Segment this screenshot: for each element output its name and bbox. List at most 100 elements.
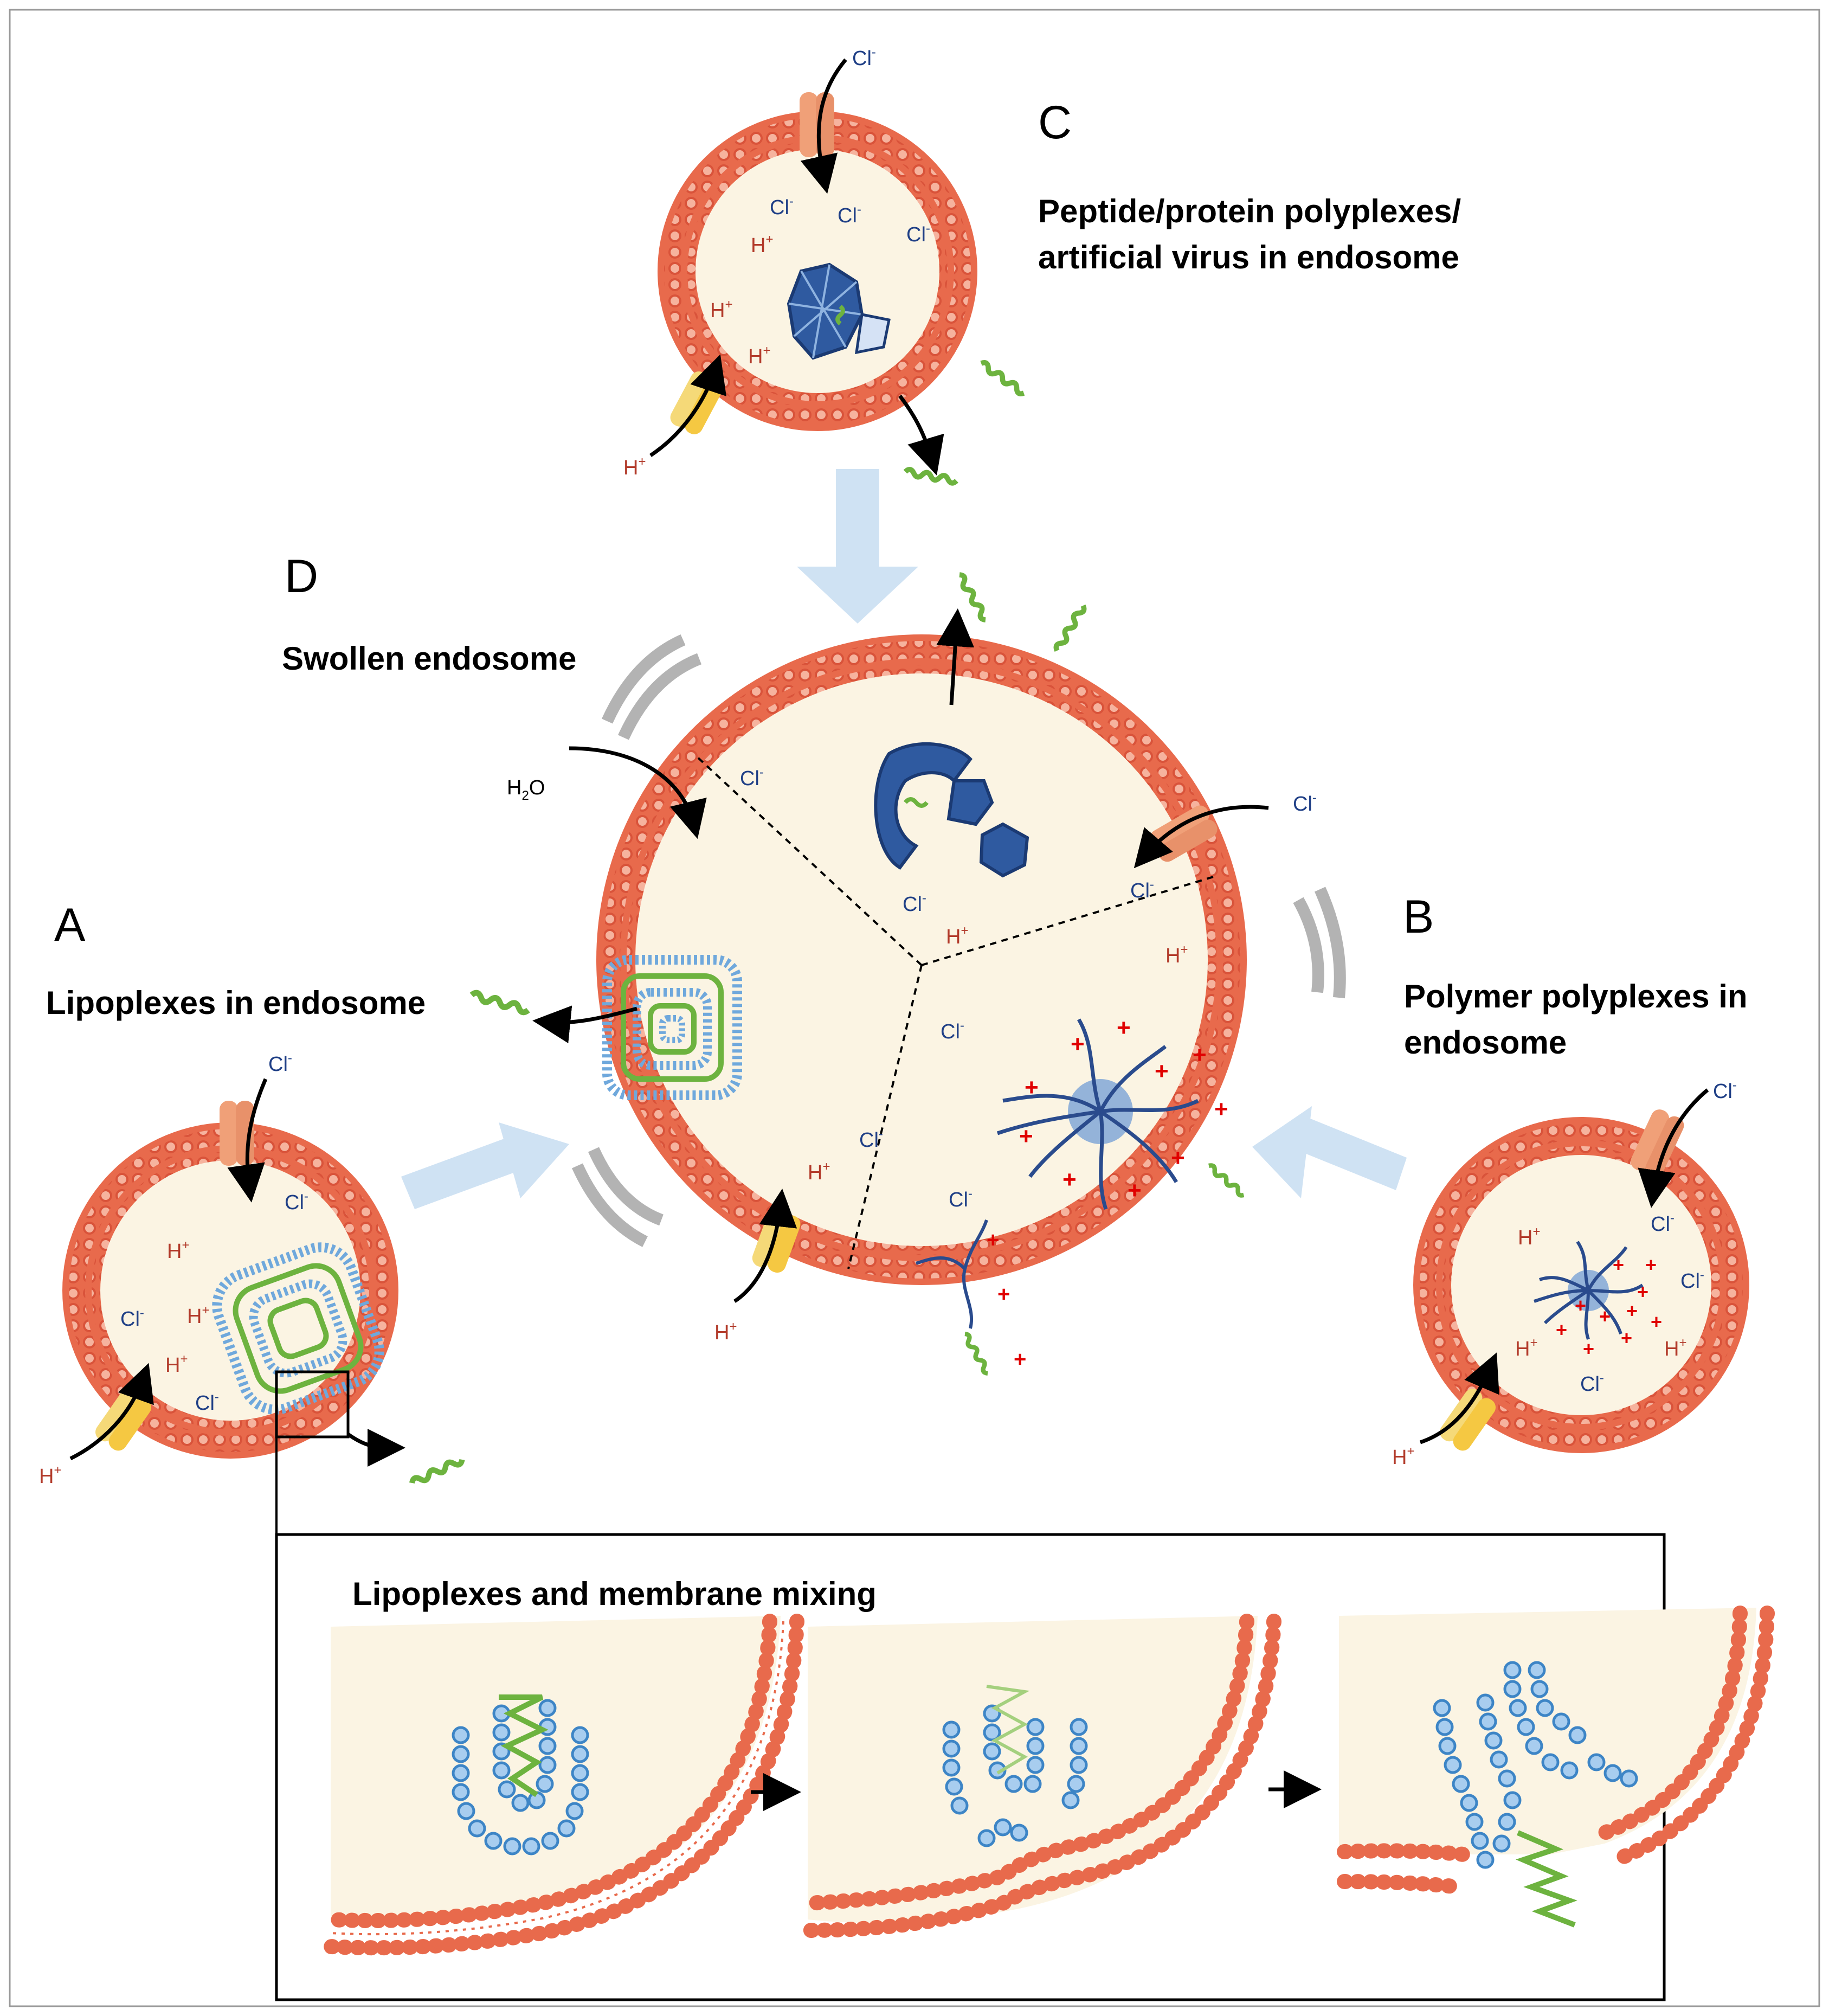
- lipoplex-icon: [942, 1704, 1088, 1847]
- b-cl-1: Cl-: [1651, 1211, 1675, 1236]
- panel-c-letter: C: [1038, 97, 1072, 149]
- svg-text:+: +: [1117, 1015, 1131, 1041]
- c-cl-1: Cl-: [770, 194, 794, 219]
- svg-text:+: +: [1556, 1319, 1567, 1341]
- panel-a-title: Lipoplexes in endosome: [46, 985, 426, 1021]
- a-h-1: H+: [167, 1238, 189, 1263]
- c-cl-2: Cl-: [838, 202, 861, 227]
- d-cl-4: Cl-: [941, 1018, 964, 1043]
- capsid-icon: [874, 742, 1029, 878]
- chloride-influx-arrow: [800, 58, 847, 194]
- d-h-outside: H+: [714, 1319, 737, 1344]
- c-h-outside: H+: [623, 454, 646, 479]
- chloride-influx-arrow: [1638, 1088, 1709, 1208]
- released-nucleic-acid-icon: [410, 1457, 463, 1486]
- panel-b-title-line1: Polymer polyplexes in: [1404, 978, 1748, 1015]
- panel-b-letter: B: [1403, 891, 1434, 943]
- big-arrow-c-to-d: [797, 469, 918, 624]
- svg-text:+: +: [987, 1228, 999, 1252]
- panel-b-endosome: + + + + + + + + + +: [1413, 1088, 1749, 1453]
- nucleic-acid-release-arrow: [936, 608, 975, 705]
- c-cl-3: Cl-: [906, 221, 930, 246]
- svg-text:+: +: [997, 1282, 1010, 1306]
- b-cl-2: Cl-: [1680, 1268, 1704, 1293]
- d-h-1: H+: [946, 923, 968, 948]
- panel-b-title-line2: endosome: [1404, 1024, 1567, 1061]
- nucleic-acid-icon: [1515, 1830, 1577, 1928]
- proton-influx-arrow: [733, 1189, 797, 1303]
- water-label: H2O: [507, 776, 545, 803]
- d-cl-5: Cl-: [859, 1127, 883, 1152]
- a-cl-3: Cl-: [195, 1390, 219, 1415]
- panel-c-endosome: [649, 58, 1026, 484]
- proton-influx-arrow: [69, 1363, 154, 1461]
- proton-influx-arrow: [1419, 1352, 1499, 1444]
- panel-a-endosome: [62, 1078, 398, 1461]
- a-cl-2: Cl-: [120, 1306, 144, 1331]
- svg-text:+: +: [1613, 1254, 1624, 1276]
- svg-text:+: +: [1071, 1031, 1085, 1057]
- inset-title: Lipoplexes and membrane mixing: [352, 1576, 877, 1612]
- d-cl-3: Cl-: [1130, 877, 1154, 902]
- c-h-3: H+: [748, 343, 770, 368]
- swelling-marks-icon: [571, 634, 1346, 1247]
- svg-text:+: +: [1128, 1177, 1142, 1204]
- lipoplex-icon: [212, 1242, 384, 1415]
- b-h-1: H+: [1518, 1224, 1540, 1249]
- zoom-box: [275, 1370, 350, 1439]
- panel-c-title-line1: Peptide/protein polyplexes/: [1038, 193, 1461, 229]
- d-cl-6: Cl-: [949, 1186, 973, 1211]
- svg-text:+: +: [1651, 1311, 1662, 1333]
- d-cl-outside: Cl-: [1293, 791, 1317, 816]
- chloride-influx-arrow: [227, 1078, 268, 1203]
- svg-text:+: +: [1014, 1347, 1026, 1371]
- polyplex-icon: + + + + + + + + + +: [1534, 1241, 1662, 1360]
- big-arrow-b-to-d: [1252, 1106, 1407, 1198]
- big-arrow-a-to-d: [401, 1122, 569, 1209]
- b-h-3: H+: [1664, 1336, 1686, 1360]
- svg-text:+: +: [1621, 1327, 1632, 1349]
- b-h-2: H+: [1515, 1336, 1537, 1360]
- svg-text:+: +: [1019, 1123, 1033, 1150]
- a-h-2: H+: [187, 1303, 209, 1328]
- svg-text:+: +: [1155, 1058, 1169, 1084]
- b-cl-3: Cl-: [1580, 1371, 1604, 1396]
- svg-text:+: +: [1193, 1042, 1207, 1068]
- svg-text:+: +: [1214, 1096, 1228, 1122]
- panel-c-title-line2: artificial virus in endosome: [1038, 239, 1459, 275]
- svg-text:+: +: [1626, 1300, 1638, 1322]
- c-h-1: H+: [751, 232, 773, 257]
- chloride-channel-icon: [800, 92, 834, 157]
- b-cl-outside: Cl-: [1713, 1078, 1737, 1103]
- divider-line: [921, 875, 1218, 966]
- svg-text:+: +: [1062, 1166, 1077, 1193]
- lipoplex-icon: [602, 955, 742, 1100]
- water-influx-arrow: [569, 746, 707, 839]
- a-cl-outside: Cl-: [268, 1051, 292, 1076]
- d-cl-2: Cl-: [903, 891, 926, 916]
- small-polyplex-icon: + + +: [916, 1164, 1245, 1375]
- d-h-3: H+: [808, 1159, 830, 1184]
- c-cl-outside: Cl-: [852, 45, 876, 70]
- svg-text:+: +: [1171, 1145, 1185, 1171]
- d-h-2: H+: [1165, 942, 1188, 967]
- inset-step-2: [800, 1614, 1281, 1938]
- divider-line: [695, 755, 923, 966]
- inset-step-3: [1337, 1606, 1775, 1928]
- chloride-influx-arrow: [1134, 805, 1269, 869]
- b-h-outside: H+: [1392, 1444, 1414, 1469]
- lipoplex-icon: [452, 1699, 589, 1856]
- a-h-3: H+: [165, 1352, 188, 1377]
- capsid-icon: [787, 262, 891, 360]
- panel-a-letter: A: [54, 899, 86, 951]
- inset-step-1: [323, 1614, 804, 1956]
- panel-d-title: Swollen endosome: [282, 640, 576, 677]
- svg-text:+: +: [1575, 1294, 1586, 1317]
- figure-frame: [9, 9, 1820, 2007]
- panel-d-letter: D: [285, 550, 318, 602]
- d-cl-1: Cl-: [740, 765, 764, 790]
- svg-text:+: +: [1637, 1281, 1648, 1303]
- nucleic-acid-release-arrow: [532, 1005, 637, 1043]
- divider-line: [847, 965, 923, 1269]
